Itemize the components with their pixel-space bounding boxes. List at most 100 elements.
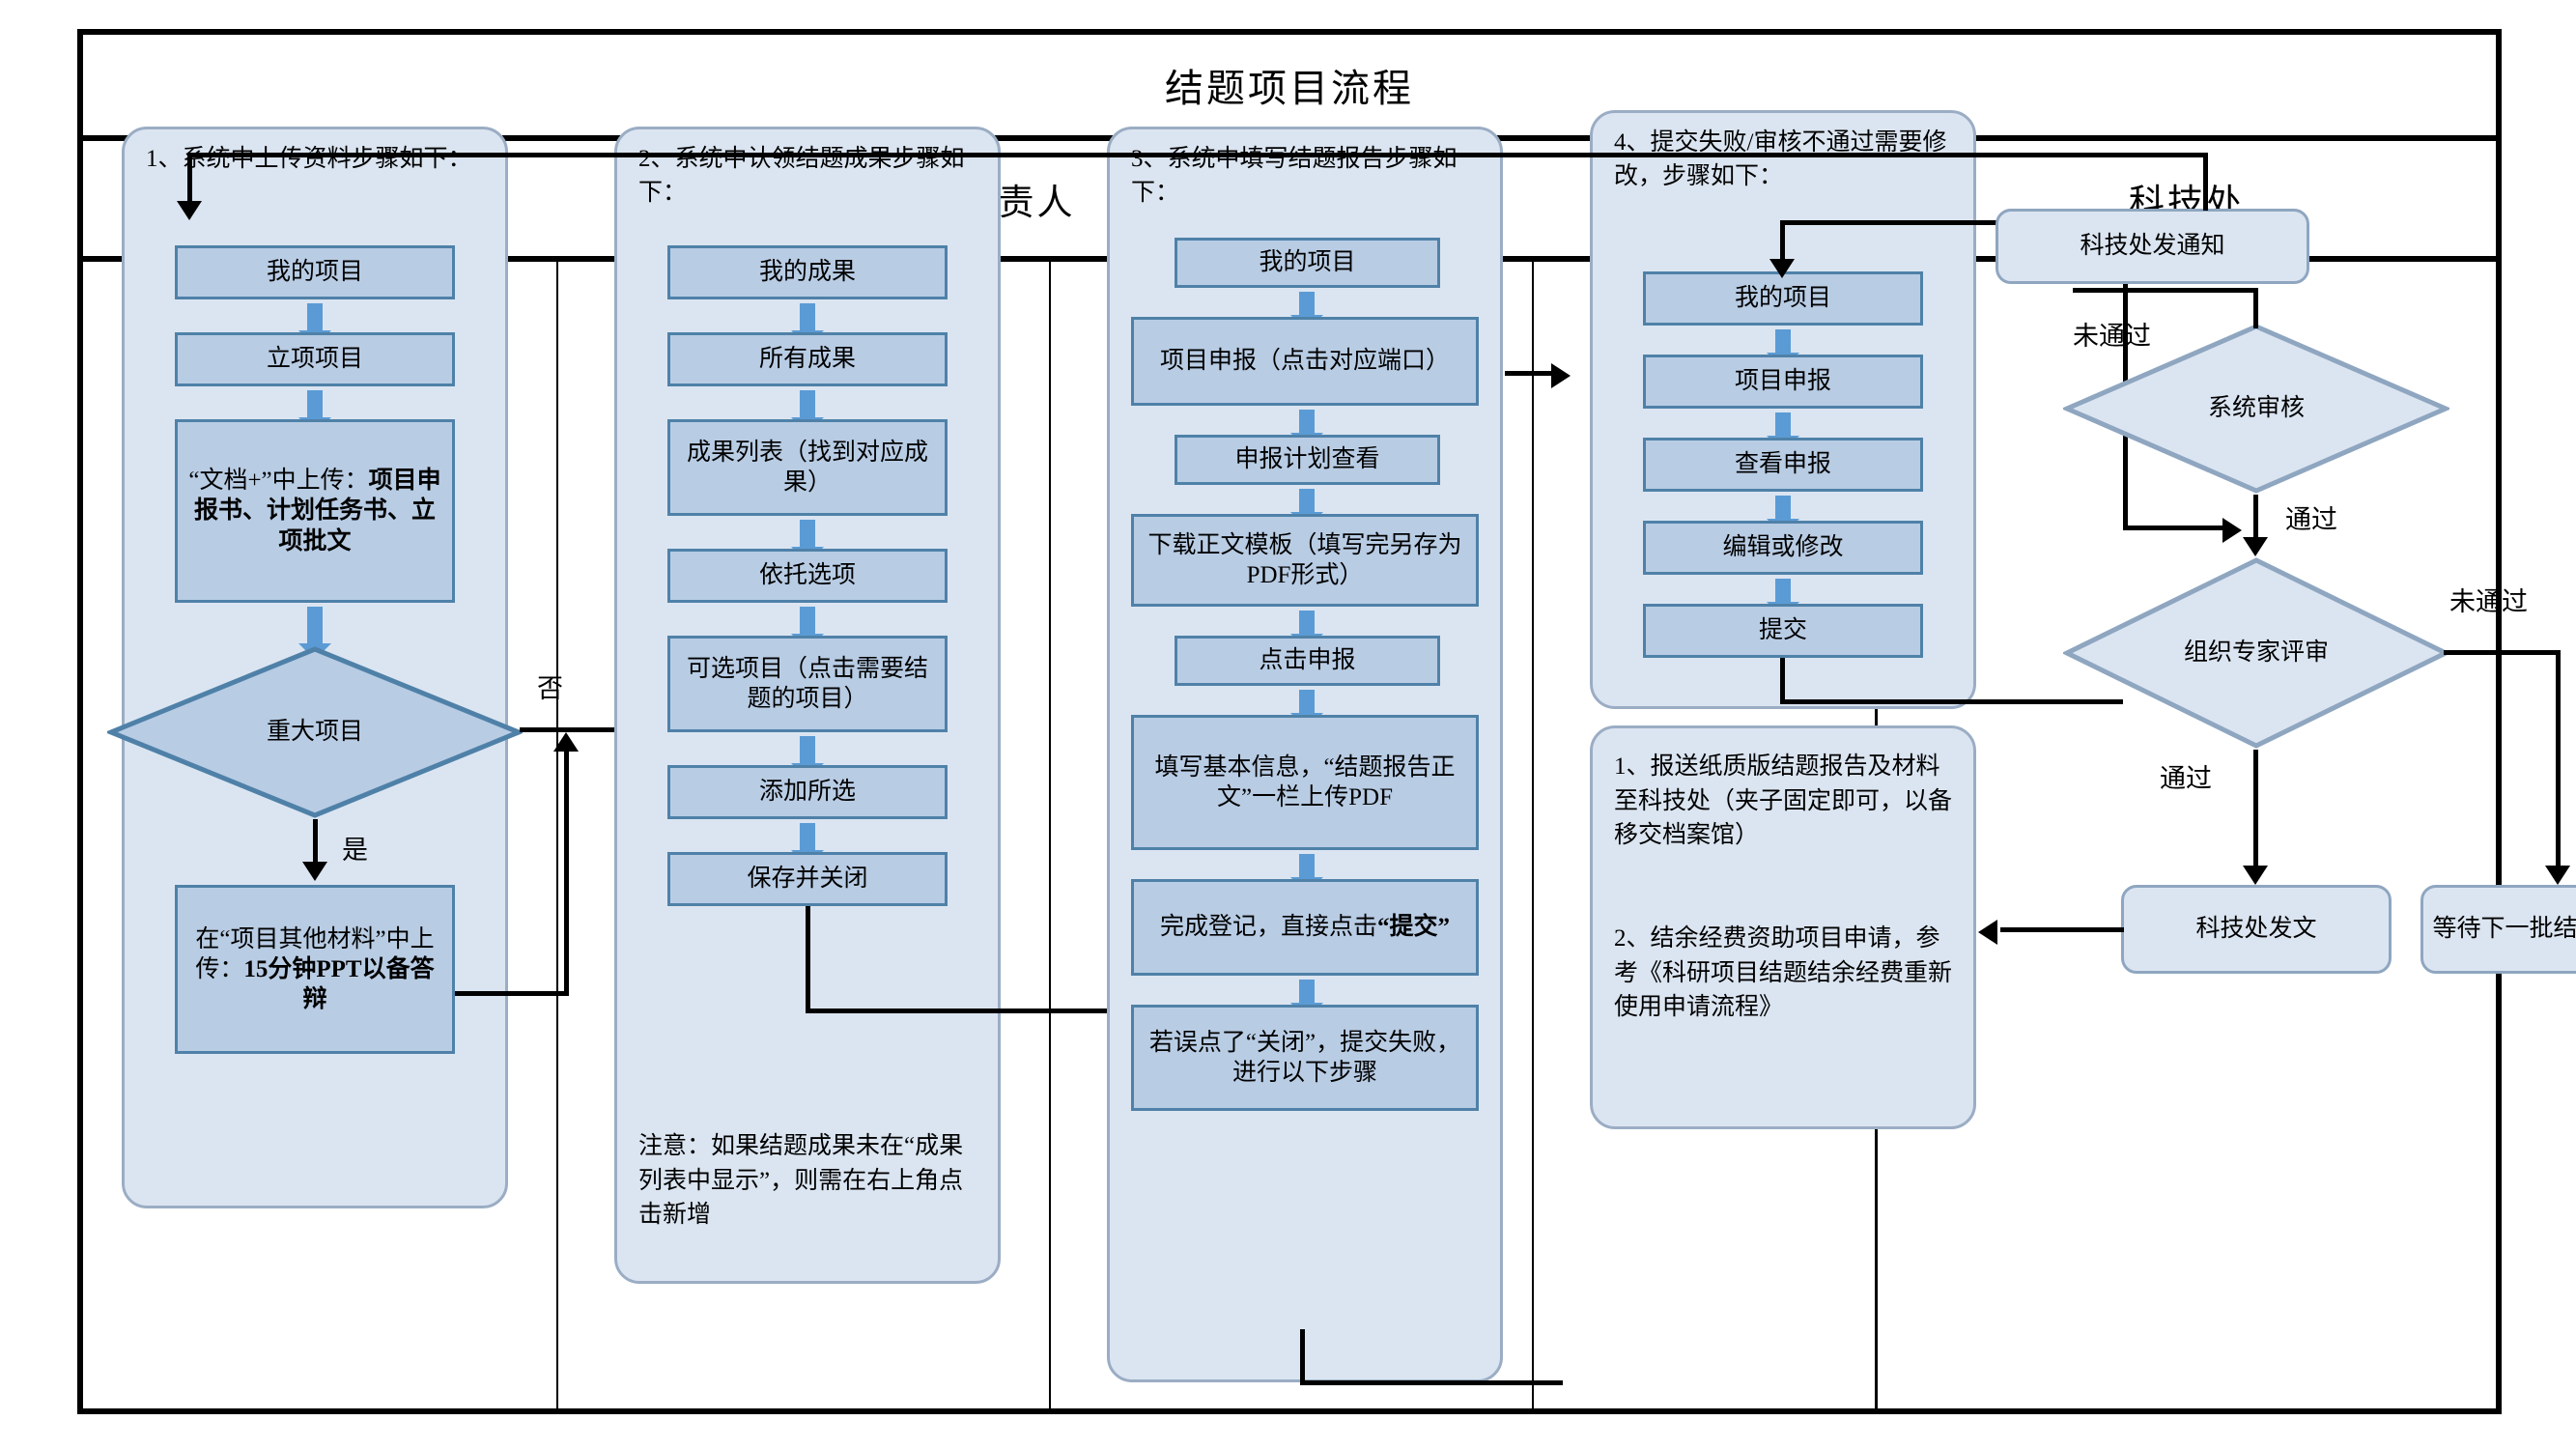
g3-to-g4-arrowhead	[1551, 363, 1571, 388]
g1-yes-arrowhead	[302, 862, 327, 881]
group-2-note: 注意：如果结题成果未在“成果列表中显示”，则需在右上角点击新增	[638, 1133, 964, 1228]
label-expert-fail: 未通过	[2449, 587, 2528, 616]
g2-step-all-results[interactable]: 所有成果	[667, 332, 948, 386]
g3-step-complete-submit[interactable]: 完成登记，直接点击“提交”	[1131, 879, 1479, 976]
expert-pass-v	[2253, 750, 2258, 873]
g3-step-download-template[interactable]: 下载正文模板（填写完另存为PDF形式）	[1131, 514, 1479, 607]
group-4-heading: 4、提交失败/审核不通过需要修改，步骤如下：	[1614, 129, 1947, 189]
group-1-heading: 1、系统中上传资料步骤如下：	[146, 146, 472, 172]
g4-step-my-project[interactable]: 我的项目	[1643, 271, 1923, 326]
g3-arrow-1	[1290, 292, 1323, 331]
diamond-shape	[104, 646, 525, 818]
g1-loop-h	[455, 991, 569, 996]
g1-loop-arrowhead	[553, 732, 579, 752]
node-office-notice[interactable]: 科技处发通知	[1996, 209, 2309, 284]
column-separator-2	[1049, 262, 1051, 1414]
g3-step-my-project[interactable]: 我的项目	[1175, 238, 1440, 288]
g3-arrow-3	[1290, 489, 1323, 528]
audit-pass-arrowhead	[2243, 537, 2268, 556]
g2-arrow-2	[791, 390, 824, 434]
node-system-audit[interactable]: 系统审核	[2060, 323, 2452, 495]
g4-step-edit-modify[interactable]: 编辑或修改	[1643, 521, 1923, 575]
swimlane-frame: 结题项目流程 项目负责人 科技处 1、系统中上传资料步骤如下： 我的项目 立项项…	[77, 29, 2576, 1414]
g1-loop-v	[564, 752, 569, 993]
g2-arrow-5	[791, 736, 824, 780]
g4-arrow-3	[1767, 496, 1799, 535]
g4-step-view-apply[interactable]: 查看申报	[1643, 438, 1923, 492]
node-wait-next-batch[interactable]: 等待下一批结题申请	[2420, 885, 2576, 974]
group-5-note-2: 2、结余经费资助项目申请，参考《科研项目结题结余经费重新使用申请流程》	[1614, 925, 1953, 1020]
column-separator-1	[556, 262, 558, 1414]
g1-decision-major-project[interactable]: 重大项目	[104, 645, 525, 819]
g3-step-project-apply[interactable]: 项目申报（点击对应端口）	[1131, 317, 1479, 406]
g2-arrow-4	[791, 607, 824, 650]
expert-fail-arrowhead	[2545, 866, 2570, 885]
g1-label-yes: 是	[342, 836, 368, 865]
g4-submit-h	[1780, 699, 2123, 704]
g4-entry-h	[1780, 220, 2128, 225]
group-2-heading: 2、系统中认领结题成果步骤如下：	[638, 146, 965, 206]
g4-entry-v	[1780, 220, 1785, 269]
g2-to-g3-h	[806, 1009, 1173, 1013]
notice-top-h	[187, 153, 2206, 157]
g3-step-view-plan[interactable]: 申报计划查看	[1175, 435, 1440, 485]
label-expert-pass: 通过	[2160, 764, 2212, 793]
g3-arrow-4	[1290, 611, 1323, 650]
column-separator-3	[1532, 262, 1534, 1414]
expert-pass-arrowhead	[2243, 866, 2268, 885]
diamond-shape	[2060, 324, 2452, 494]
issue-to-note-h	[2000, 927, 2124, 932]
g4-arrow-2	[1767, 412, 1799, 452]
label-audit-pass: 通过	[2285, 505, 2337, 534]
g2-step-selectable-projects[interactable]: 可选项目（点击需要结题的项目）	[667, 636, 948, 732]
diagram-title: 结题项目流程	[1165, 67, 1414, 110]
g1-arrow-1	[298, 303, 331, 347]
g4-step-project-apply[interactable]: 项目申报	[1643, 355, 1923, 409]
g3-bottom-v	[1300, 1329, 1305, 1385]
g3-arrow-7	[1290, 980, 1323, 1019]
g1-step-doc-upload[interactable]: “文档+”中上传：项目申报书、计划任务书、立项批文	[175, 419, 455, 603]
audit-fail-v	[2253, 288, 2258, 328]
g2-step-my-results[interactable]: 我的成果	[667, 245, 948, 299]
expert-fail-h	[2444, 650, 2560, 655]
group-3-heading: 3、系统中填写结题报告步骤如下：	[1131, 146, 1458, 206]
g2-to-g3-v1	[806, 906, 810, 1012]
g2-step-save-close[interactable]: 保存并关闭	[667, 852, 948, 906]
g1-step-other-materials[interactable]: 在“项目其他材料”中上传：15分钟PPT以备答辩	[175, 885, 455, 1054]
group-5-note-1: 1、报送纸质版结题报告及材料至科技处（夹子固定即可，以备移交档案馆）	[1614, 753, 1953, 848]
g2-step-result-list[interactable]: 成果列表（找到对应成果）	[667, 419, 948, 516]
g2-arrow-3	[791, 520, 824, 563]
diamond-shape	[2061, 557, 2451, 749]
g2-arrow-1	[791, 303, 824, 347]
g1-step-my-project[interactable]: 我的项目	[175, 245, 455, 299]
g2-step-add-selected[interactable]: 添加所选	[667, 765, 948, 819]
notice-top-v	[2203, 153, 2208, 211]
group-5-paper-submission-note: 1、报送纸质版结题报告及材料至科技处（夹子固定即可，以备移交档案馆） 2、结余经…	[1590, 725, 1976, 1129]
g1-arrow-2	[298, 390, 331, 434]
label-audit-fail: 未通过	[2073, 322, 2151, 351]
g2-arrow-6	[791, 823, 824, 867]
g1-arrow-3	[298, 607, 331, 660]
g3-arrow-5	[1290, 690, 1323, 729]
node-expert-review[interactable]: 组织专家评审	[2061, 556, 2451, 750]
node-office-issue-doc[interactable]: 科技处发文	[2121, 885, 2392, 974]
g3-to-g4-h	[1505, 371, 1555, 376]
g4-entry-arrowhead	[1769, 259, 1795, 278]
g4-arrow-1	[1767, 329, 1799, 369]
g4-arrow-4	[1767, 579, 1799, 618]
g3-arrow-2	[1290, 410, 1323, 449]
g3-step-submit-fail-note[interactable]: 若误点了“关闭”，提交失败，进行以下步骤	[1131, 1005, 1479, 1111]
g1-step-approved-project[interactable]: 立项项目	[175, 332, 455, 386]
g3-bottom-h	[1300, 1380, 1563, 1385]
g4-step-submit[interactable]: 提交	[1643, 604, 1923, 658]
g4-entry-arrowhead2	[2222, 518, 2242, 543]
audit-fail-h	[2073, 288, 2256, 293]
notice-to-col1-arrowhead	[177, 201, 202, 220]
g2-step-support-option[interactable]: 依托选项	[667, 549, 948, 603]
g3-step-click-apply[interactable]: 点击申报	[1175, 636, 1440, 686]
audit-pass-v	[2253, 495, 2258, 545]
g3-step-fill-basic-info[interactable]: 填写基本信息，“结题报告正文”一栏上传PDF	[1131, 715, 1479, 850]
g4-entry-h2	[2123, 526, 2229, 530]
notice-to-col1-v	[187, 153, 192, 209]
